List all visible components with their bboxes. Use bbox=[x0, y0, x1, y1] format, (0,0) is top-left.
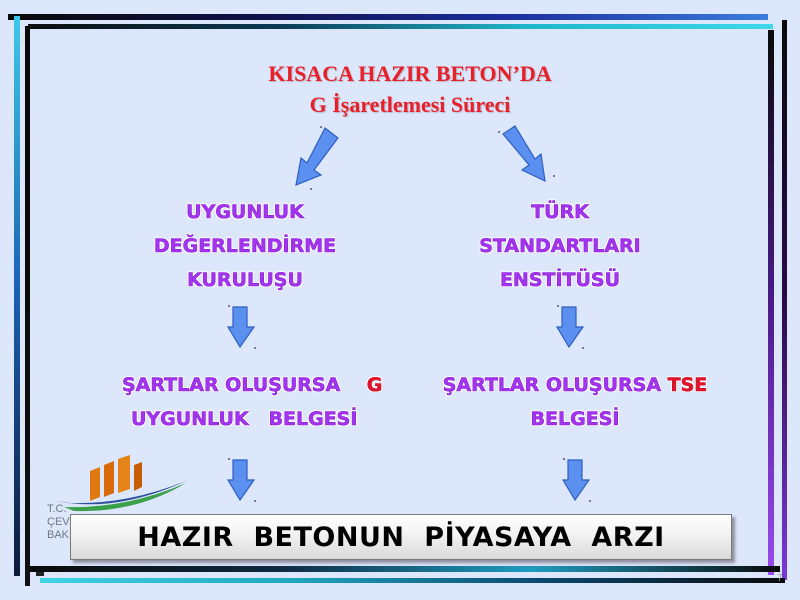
frame-top-bar bbox=[8, 14, 768, 20]
dot bbox=[310, 188, 312, 190]
left-box-line-1: UYGUNLUK bbox=[186, 201, 304, 224]
right-box-line-1: TÜRK bbox=[531, 201, 589, 224]
frame-left-bar bbox=[14, 16, 20, 576]
dot bbox=[228, 458, 230, 460]
right-condition-text: ŞARTLAR OLUŞURSA bbox=[442, 374, 662, 397]
title-line-1: KISACA HAZIR BETON’DA bbox=[268, 61, 552, 86]
left-condition-line-1: ŞARTLAR OLUŞURSA G bbox=[110, 368, 410, 402]
dot bbox=[563, 458, 565, 460]
arrow-diagonal-right-icon bbox=[502, 125, 546, 183]
g-mark: G bbox=[366, 374, 383, 397]
left-box-line-2: DEĞERLENDİRME bbox=[153, 235, 337, 258]
frame-bottom-bar-accent bbox=[36, 572, 44, 576]
frame-top-bar-inner bbox=[28, 24, 773, 29]
dot bbox=[254, 500, 256, 502]
logo-text-line: T.C. bbox=[47, 503, 67, 515]
frame-right-bar bbox=[768, 30, 774, 575]
right-box-line-2: STANDARTLARI bbox=[479, 235, 641, 258]
dot bbox=[254, 347, 256, 349]
arrow-down-right-1-icon bbox=[555, 306, 585, 349]
left-box-line-3: KURULUŞU bbox=[187, 269, 303, 292]
logo-text: T.C. ÇEV BAK bbox=[47, 503, 70, 542]
frame-bottom-bar-lower bbox=[40, 578, 785, 583]
spacer bbox=[340, 374, 366, 396]
banner-text: HAZIR BETONUN PİYASAYA ARZI bbox=[137, 521, 665, 553]
tse-mark: TSE bbox=[667, 374, 708, 397]
page-number: 7 bbox=[777, 573, 783, 584]
left-condition-text: ŞARTLAR OLUŞURSA bbox=[122, 374, 341, 397]
frame-left-bar-inner bbox=[25, 26, 30, 586]
right-box-line-3: ENSTİTÜSÜ bbox=[499, 269, 621, 292]
right-condition-line-1: ŞARTLAR OLUŞURSA TSE bbox=[425, 368, 725, 402]
title-line-2: G İşaretlemesi Süreci bbox=[309, 92, 511, 117]
dot bbox=[582, 347, 584, 349]
dot bbox=[589, 500, 591, 502]
left-condition-line-2: UYGUNLUK BELGESİ bbox=[131, 408, 358, 431]
logo-text-line: BAK bbox=[47, 529, 70, 541]
dot bbox=[320, 126, 322, 128]
market-banner: HAZIR BETONUN PİYASAYA ARZI bbox=[70, 514, 732, 560]
logo-text-line: ÇEV bbox=[47, 516, 70, 528]
frame-right-bar-outer bbox=[782, 20, 787, 580]
dot bbox=[228, 305, 230, 307]
dot bbox=[557, 305, 559, 307]
slide-title: KISACA HAZIR BETON’DA G İşaretlemesi Sür… bbox=[190, 58, 630, 120]
frame-bottom-bar bbox=[30, 566, 780, 572]
arrow-diagonal-left-icon bbox=[295, 127, 339, 186]
right-condition: ŞARTLAR OLUŞURSA TSE BELGESİ bbox=[425, 368, 725, 436]
left-box-conformity-body: UYGUNLUK DEĞERLENDİRME KURULUŞU bbox=[110, 195, 380, 297]
arrow-down-right-2-icon bbox=[561, 459, 591, 502]
right-box-tse: TÜRK STANDARTLARI ENSTİTÜSÜ bbox=[440, 195, 680, 297]
ministry-logo-icon bbox=[56, 455, 186, 512]
dot bbox=[498, 131, 500, 133]
left-condition: ŞARTLAR OLUŞURSA G UYGUNLUK BELGESİ bbox=[110, 368, 410, 436]
dot bbox=[553, 175, 555, 177]
arrow-down-left-1-icon bbox=[226, 306, 256, 349]
arrow-down-left-2-icon bbox=[226, 459, 256, 502]
right-condition-line-2: BELGESİ bbox=[530, 408, 620, 431]
